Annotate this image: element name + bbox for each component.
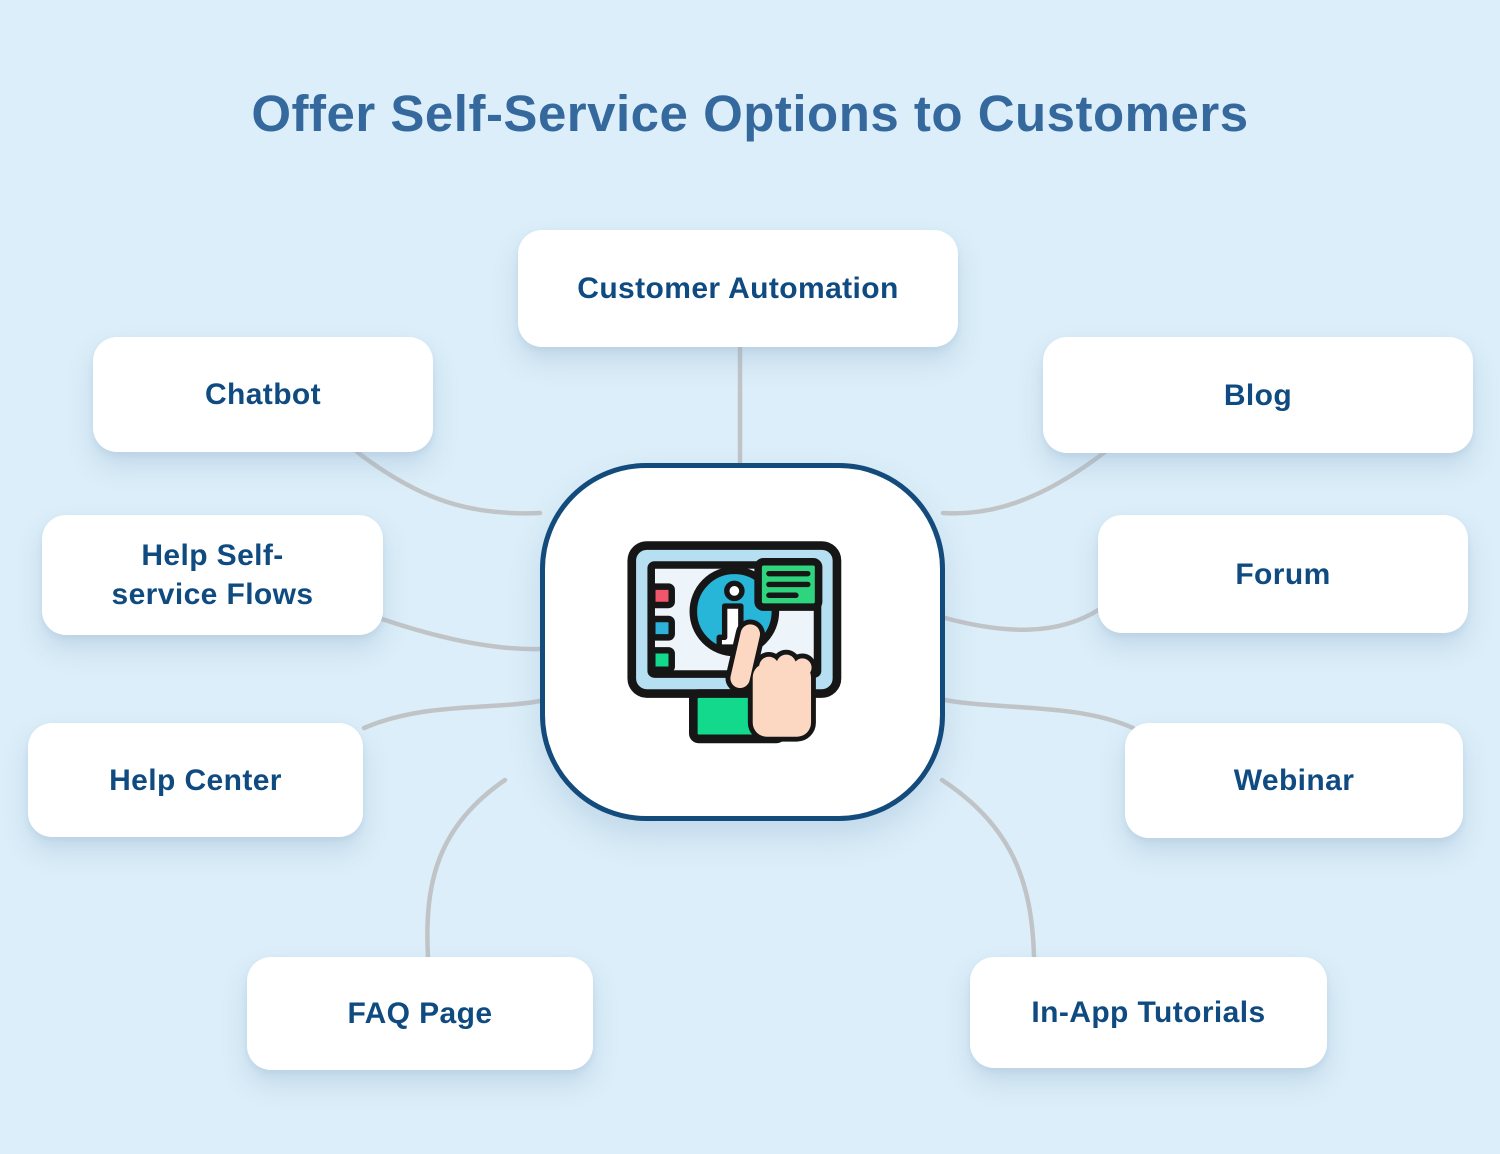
node-label: Webinar <box>1233 764 1355 797</box>
node-webinar: Webinar <box>1125 723 1463 838</box>
center-node <box>540 463 945 821</box>
menu-square-blue <box>648 615 675 641</box>
connector-blog <box>940 449 1108 516</box>
info-i-dot <box>723 580 745 602</box>
node-help-center: Help Center <box>28 723 363 837</box>
page-title: Offer Self-Service Options to Customers <box>251 85 1249 142</box>
node-in-app-tutorials: In-App Tutorials <box>970 957 1327 1068</box>
connector-in-app-tutorials <box>939 777 1037 960</box>
node-help-self-service-flows: Help Self-service Flows <box>42 515 383 635</box>
node-chatbot: Chatbot <box>93 337 433 452</box>
connector-chatbot <box>354 449 543 516</box>
node-label: Chatbot <box>204 378 322 411</box>
node-label: In-App Tutorials <box>1031 996 1266 1029</box>
node-label: Customer Automation <box>577 272 899 305</box>
node-label: Blog <box>1223 378 1293 412</box>
connector-faq-page <box>425 777 508 960</box>
node-label: FAQ Page <box>347 997 493 1030</box>
connector-help-self-service-flows <box>379 616 543 652</box>
message-card-lines <box>765 570 811 598</box>
pointing-hand-fill <box>729 624 812 737</box>
node-faq-page: FAQ Page <box>247 957 593 1070</box>
node-label: Help Self-service Flows <box>111 539 314 611</box>
connector-forum <box>942 606 1103 632</box>
connector-webinar <box>942 697 1136 731</box>
connector-help-center <box>361 698 543 731</box>
menu-square-red <box>648 583 675 609</box>
node-customer-automation: Customer Automation <box>518 230 958 347</box>
node-label: Help Center <box>109 763 282 797</box>
node-forum: Forum <box>1098 515 1468 633</box>
node-label: Forum <box>1235 557 1331 591</box>
info-kiosk-touch-icon <box>626 541 841 744</box>
menu-square-green <box>648 647 675 673</box>
node-blog: Blog <box>1043 337 1473 453</box>
